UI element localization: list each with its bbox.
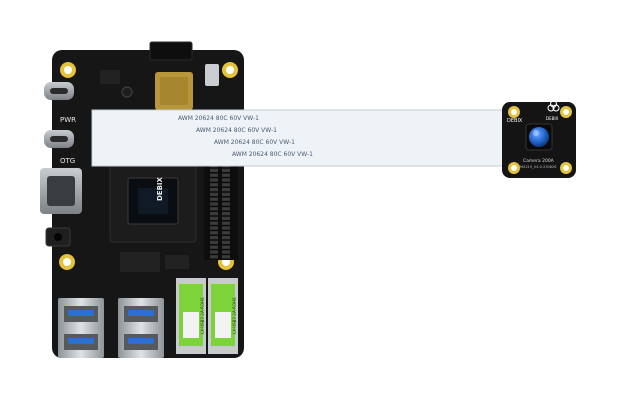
- mounting-hole: [560, 106, 572, 118]
- gpio-pin: [210, 221, 218, 225]
- ribbon-print-row: AWM 20624 80C 60V VW-1: [214, 139, 295, 146]
- usb-label-2: LX-USB3-2A-ROHS: [232, 297, 237, 334]
- mounting-hole: [560, 162, 572, 174]
- mounting-hole: [60, 62, 76, 78]
- gpio-pin: [222, 231, 230, 235]
- mounting-hole: [59, 254, 75, 270]
- gpio-pin: [222, 202, 230, 206]
- camera-module: [502, 100, 576, 178]
- gpio-pin: [210, 250, 218, 254]
- sbc-board: [40, 41, 244, 358]
- gpio-pin: [222, 255, 230, 259]
- gpio-pin: [210, 231, 218, 235]
- ribbon-print-row: AWM 20624 80C 60V VW-1: [196, 127, 277, 134]
- usb-label-1: LX-USB3-2A-ROHS: [200, 297, 205, 334]
- ethernet-port: [176, 278, 206, 354]
- gpio-pin: [222, 216, 230, 220]
- usb-a-port: [58, 298, 104, 358]
- silk-pwr-label: PWR: [60, 116, 76, 124]
- camera-model-line2: IMX219_V4.0-230826: [519, 165, 556, 169]
- top-connector: [149, 41, 193, 61]
- gpio-pin: [222, 221, 230, 225]
- ribbon-print-row: AWM 20624 80C 60V VW-1: [232, 151, 313, 158]
- gpio-pin: [210, 216, 218, 220]
- gpio-pin: [210, 226, 218, 230]
- gpio-pin: [210, 197, 218, 201]
- ribbon-cable: [91, 109, 505, 167]
- gpio-pin: [210, 255, 218, 259]
- mounting-hole: [222, 62, 238, 78]
- camera-corner-text: DEBIX: [507, 118, 523, 124]
- gpio-pin: [222, 212, 230, 216]
- gpio-pin: [222, 236, 230, 240]
- debix-logo-mark: [547, 100, 560, 112]
- mounting-hole: [508, 162, 520, 174]
- gpio-pin: [210, 212, 218, 216]
- gpio-pin: [210, 202, 218, 206]
- silk-otg-label: OTG: [60, 157, 75, 165]
- gpio-pin: [210, 183, 218, 187]
- usb-a-port: [118, 298, 164, 358]
- gpio-pin: [210, 192, 218, 196]
- gpio-pin: [222, 188, 230, 192]
- gpio-pin: [222, 245, 230, 249]
- gpio-pin: [222, 192, 230, 196]
- gpio-pin: [210, 173, 218, 177]
- gpio-pin: [222, 183, 230, 187]
- gpio-header: [204, 160, 238, 260]
- gpio-pin: [222, 240, 230, 244]
- gpio-pin: [210, 168, 218, 172]
- mounting-hole: [508, 106, 520, 118]
- gpio-pin: [222, 207, 230, 211]
- gpio-pin: [222, 250, 230, 254]
- gpio-pin: [222, 173, 230, 177]
- gpio-pin: [210, 188, 218, 192]
- gpio-pin: [222, 178, 230, 182]
- gpio-pin: [222, 168, 230, 172]
- camera-logo-text: DEBIX: [546, 116, 559, 121]
- gpio-pin: [210, 240, 218, 244]
- board-brand-logo: DEBIX: [156, 176, 164, 201]
- gpio-pin: [210, 207, 218, 211]
- camera-model-line1: Camera 200A: [523, 158, 555, 164]
- gpio-pin: [210, 236, 218, 240]
- ethernet-port: [208, 278, 238, 354]
- ribbon-print-row: AWM 20624 80C 60V VW-1: [178, 115, 259, 122]
- gpio-pin: [210, 178, 218, 182]
- lens-icon: [529, 127, 549, 147]
- gpio-pin: [210, 245, 218, 249]
- gpio-pin: [222, 197, 230, 201]
- gpio-pin: [222, 226, 230, 230]
